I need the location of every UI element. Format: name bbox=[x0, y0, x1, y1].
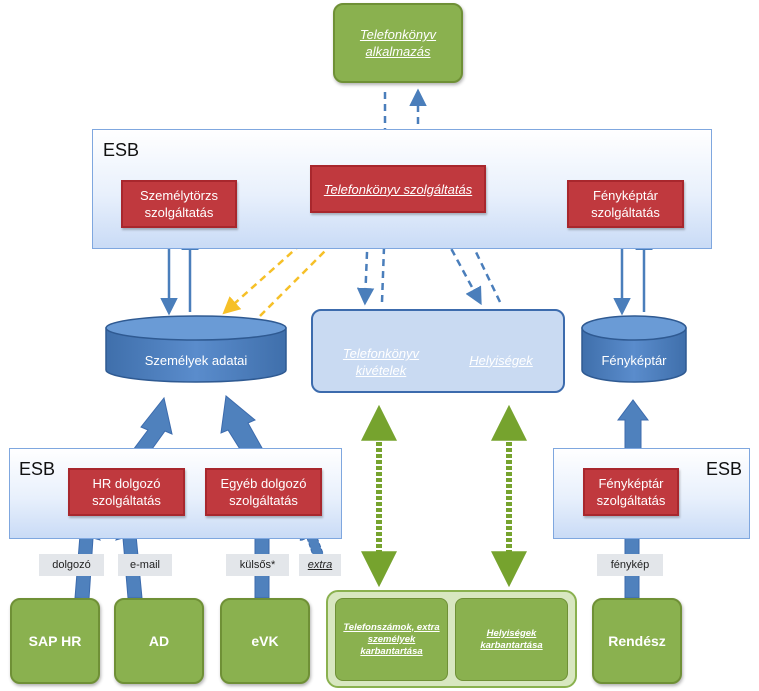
photo-service-right[interactable]: Fényképtár szolgáltatás bbox=[583, 468, 679, 516]
tag-email: e-mail bbox=[118, 554, 172, 576]
source-sap-hr[interactable]: SAP HR bbox=[10, 598, 100, 684]
other-employee-service-label: Egyéb dolgozó szolgáltatás bbox=[220, 476, 307, 508]
maintenance-phones-label: Telefonszámok, extra személyek karbantar… bbox=[343, 621, 440, 657]
source-ad-label: AD bbox=[148, 633, 170, 649]
esb-top-label: ESB bbox=[103, 140, 140, 160]
hr-employee-service-label: HR dolgozó szolgáltatás bbox=[92, 476, 161, 508]
esb-right-label: ESB bbox=[706, 459, 743, 479]
maintenance-phones[interactable]: Telefonszámok, extra személyek karbantar… bbox=[335, 598, 448, 681]
source-evk[interactable]: eVK bbox=[220, 598, 310, 684]
esb-left-label: ESB bbox=[19, 459, 56, 479]
personnel-service[interactable]: Személytörzs szolgáltatás bbox=[121, 180, 237, 228]
tag-fenykep: fénykép bbox=[597, 554, 663, 576]
source-evk-label: eVK bbox=[251, 633, 279, 649]
source-rendesz[interactable]: Rendész bbox=[592, 598, 682, 684]
phonebook-service-label: Telefonkönyv szolgáltatás bbox=[323, 181, 473, 197]
source-sap-hr-label: SAP HR bbox=[28, 633, 82, 649]
arrow-yellow-to-phonebook bbox=[259, 225, 351, 317]
arrow-exceptions-to-service bbox=[375, 216, 394, 303]
source-ad[interactable]: AD bbox=[114, 598, 204, 684]
block-arrow-photo-to-db bbox=[617, 399, 649, 455]
phonebook-service[interactable]: Telefonkönyv szolgáltatás bbox=[310, 165, 486, 213]
hr-employee-service[interactable]: HR dolgozó szolgáltatás bbox=[68, 468, 185, 516]
db-persons bbox=[105, 315, 287, 383]
maintenance-locations-label: Helyiségek karbantartása bbox=[480, 627, 543, 651]
personnel-service-label: Személytörzs szolgáltatás bbox=[139, 188, 219, 220]
phonebook-data-group bbox=[311, 309, 565, 393]
tag-kulsos: külsős* bbox=[226, 554, 289, 576]
db-photo-store bbox=[581, 315, 687, 383]
other-employee-service[interactable]: Egyéb dolgozó szolgáltatás bbox=[205, 468, 322, 516]
tag-extra: extra bbox=[299, 554, 341, 576]
phonebook-app-label: Telefonkönyv alkalmazás bbox=[359, 27, 437, 59]
source-rendesz-label: Rendész bbox=[608, 633, 666, 649]
photo-service-right-label: Fényképtár szolgáltatás bbox=[596, 476, 666, 508]
photo-service-top[interactable]: Fényképtár szolgáltatás bbox=[567, 180, 684, 228]
tag-dolgozo: dolgozó bbox=[39, 554, 104, 576]
phonebook-app-node[interactable]: Telefonkönyv alkalmazás bbox=[333, 3, 463, 83]
maintenance-locations[interactable]: Helyiségek karbantartása bbox=[455, 598, 568, 681]
block-arrow-other-to-persons bbox=[220, 395, 263, 455]
photo-service-top-label: Fényképtár szolgáltatás bbox=[591, 188, 660, 220]
